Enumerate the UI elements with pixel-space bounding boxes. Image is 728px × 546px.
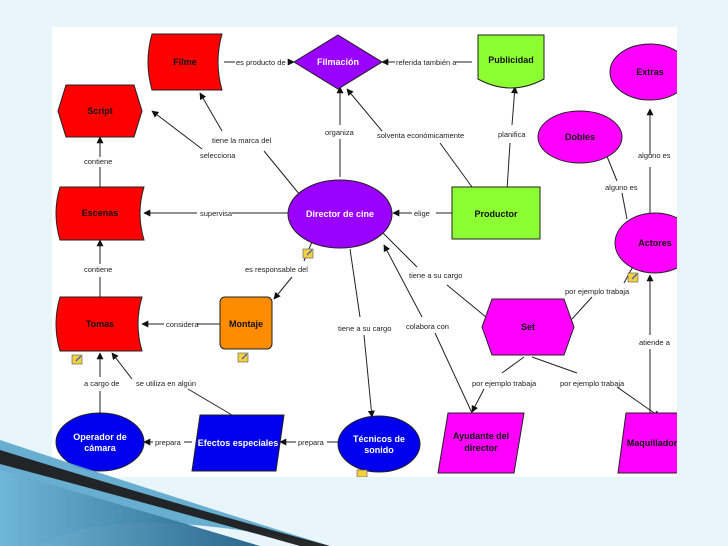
link-label: solventa económicamente bbox=[377, 131, 464, 140]
node-label: Actores bbox=[638, 238, 672, 248]
node-extras[interactable]: Extras bbox=[609, 43, 677, 101]
link-label: colabora con bbox=[406, 322, 449, 331]
link-label: atiende a bbox=[639, 338, 671, 347]
node-escenas[interactable]: Escenas bbox=[55, 186, 145, 241]
connector-lines bbox=[96, 58, 661, 446]
node-set[interactable]: Set bbox=[481, 298, 575, 356]
link-label: selecciona bbox=[200, 151, 236, 160]
node-operador-de-camara[interactable]: Operador de cámara bbox=[55, 412, 145, 472]
link-label: es responsable del bbox=[245, 265, 308, 274]
node-label: Técnicos de bbox=[353, 434, 405, 444]
node-tomas[interactable]: Tomas bbox=[55, 296, 143, 352]
node-filme[interactable]: Filme bbox=[147, 33, 223, 91]
node-label: Tomas bbox=[86, 319, 114, 329]
node-ayudante-del-director[interactable]: Ayudante del director bbox=[437, 412, 525, 474]
node-label: Ayudante del bbox=[453, 431, 509, 441]
link-label: referida también a bbox=[396, 58, 457, 67]
node-filmacion[interactable]: Filmación bbox=[293, 34, 383, 90]
node-label: sonido bbox=[364, 445, 394, 455]
attachment-icon[interactable] bbox=[71, 354, 83, 365]
link-label: supervisa bbox=[200, 209, 233, 218]
node-maquillador[interactable]: Maquillador bbox=[617, 412, 677, 474]
link-label: se utiliza en algún bbox=[136, 379, 196, 388]
node-label: Montaje bbox=[229, 319, 263, 329]
link-label: considera bbox=[166, 320, 199, 329]
node-label: Efectos especiales bbox=[198, 438, 279, 448]
concept-map: es producto de referida también a tiene … bbox=[55, 33, 677, 477]
link-label: tiene a su cargo bbox=[338, 324, 391, 333]
node-productor[interactable]: Productor bbox=[451, 186, 541, 240]
link-label: tiene a su cargo bbox=[409, 271, 462, 280]
node-efectos-especiales[interactable]: Efectos especiales bbox=[191, 414, 285, 472]
link-label: prepara bbox=[298, 438, 325, 447]
node-label: Filme bbox=[173, 57, 197, 67]
attachment-icon[interactable] bbox=[356, 469, 368, 477]
attachment-icon[interactable] bbox=[627, 272, 639, 283]
node-montaje[interactable]: Montaje bbox=[219, 296, 273, 350]
node-label: Script bbox=[87, 106, 113, 116]
node-label: Filmación bbox=[317, 57, 359, 67]
link-label: planifica bbox=[498, 130, 526, 139]
link-label: tiene la marca del bbox=[212, 136, 272, 145]
node-label: Dobles bbox=[565, 132, 595, 142]
link-label: es producto de bbox=[236, 58, 286, 67]
node-label: Extras bbox=[636, 67, 664, 77]
link-label: contiene bbox=[84, 157, 112, 166]
link-labels: es producto de referida también a tiene … bbox=[84, 58, 671, 447]
link-label: por ejemplo trabaja bbox=[560, 379, 625, 388]
link-label: contiene bbox=[84, 265, 112, 274]
node-label: Maquillador bbox=[627, 438, 677, 448]
link-label: alguno es bbox=[605, 183, 638, 192]
node-label: Escenas bbox=[82, 208, 119, 218]
node-tecnicos-de-sonido[interactable]: Técnicos de sonido bbox=[337, 415, 421, 473]
link-label: a cargo de bbox=[84, 379, 119, 388]
node-label: cámara bbox=[84, 443, 117, 453]
concept-map-canvas: es producto de referida también a tiene … bbox=[52, 27, 677, 477]
link-label: por ejemplo trabaja bbox=[565, 287, 630, 296]
link-label: prepara bbox=[155, 438, 182, 447]
node-script[interactable]: Script bbox=[57, 84, 143, 138]
node-publicidad[interactable]: Publicidad bbox=[477, 34, 545, 89]
decorative-swoosh bbox=[0, 440, 330, 546]
node-dobles[interactable]: Dobles bbox=[537, 110, 623, 164]
attachment-icon[interactable] bbox=[237, 352, 249, 363]
node-label: Productor bbox=[474, 209, 517, 219]
link-label: organiza bbox=[325, 128, 355, 137]
node-label: director bbox=[464, 443, 498, 453]
node-label: Publicidad bbox=[488, 55, 534, 65]
node-director-de-cine[interactable]: Director de cine bbox=[287, 179, 393, 249]
link-label: por ejemplo trabaja bbox=[472, 379, 537, 388]
link-label: alguno es bbox=[638, 151, 671, 160]
node-label: Operador de bbox=[73, 432, 127, 442]
node-label: Set bbox=[521, 322, 535, 332]
attachment-icon[interactable] bbox=[302, 248, 314, 259]
node-label: Director de cine bbox=[306, 209, 374, 219]
node-actores[interactable]: Actores bbox=[614, 212, 677, 274]
link-label: elige bbox=[414, 209, 430, 218]
